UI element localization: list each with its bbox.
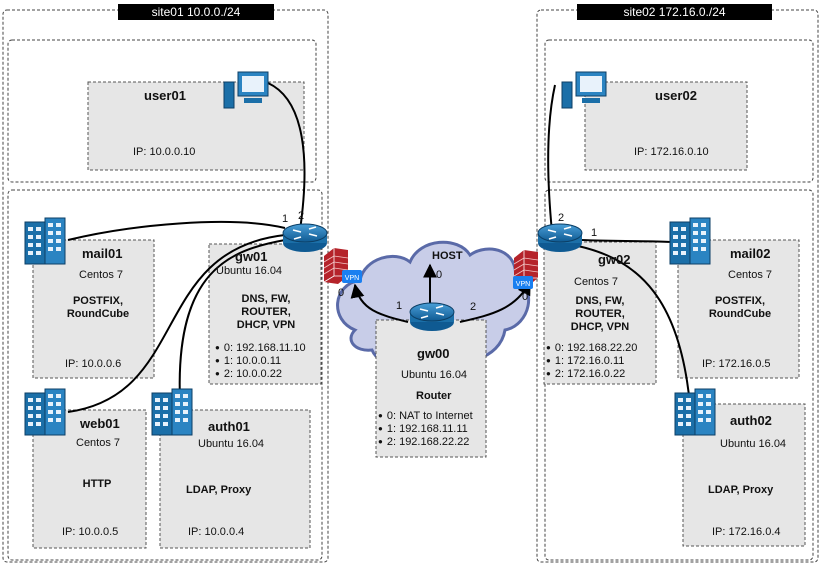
mail02-server-icon [669, 217, 711, 265]
user01-title: user01 [144, 88, 186, 103]
gw02-port-2: 2 [558, 212, 565, 224]
user02-title: user02 [655, 88, 697, 103]
auth02-title: auth02 [730, 413, 772, 428]
mail01-ip: IP: 10.0.0.6 [65, 358, 122, 370]
gw00-port-0: 0 [436, 269, 443, 281]
mail02-services: POSTFIX, RoundCube [708, 295, 772, 320]
mail01-server-icon [24, 217, 66, 265]
auth01-services: LDAP, Proxy [186, 484, 252, 496]
gw01-interfaces: 0: 192.168.11.10 1: 10.0.0.11 2: 10.0.0.… [215, 342, 306, 381]
gw00-interface: 1: 192.168.11.11 [378, 423, 473, 436]
gw02-services: DNS, FW, ROUTER, DHCP, VPN [570, 295, 630, 333]
gw01-os: Ubuntu 16.04 [216, 265, 283, 277]
link-user01-gw01 [267, 82, 306, 231]
gw00-port-2: 2 [470, 301, 477, 313]
auth02-server-icon [674, 388, 716, 436]
auth02-services: LDAP, Proxy [708, 484, 774, 496]
site01-label: site01 10.0.0./24 [118, 4, 274, 20]
gw00-services: Router [416, 390, 452, 402]
gw01-title: gw01 [235, 249, 268, 264]
user02-ip: IP: 172.16.0.10 [634, 146, 709, 158]
gw02-interface: 1: 172.16.0.11 [546, 355, 637, 368]
web01-os: Centos 7 [76, 437, 121, 449]
auth02-os: Ubuntu 16.04 [720, 438, 787, 450]
gw00-interface: 2: 192.168.22.22 [378, 436, 473, 449]
user01-box [87, 81, 305, 171]
link-auth01-gw01 [178, 239, 286, 401]
gw01-port-0: 0 [338, 287, 345, 299]
site02-label: site02 172.16.0./24 [577, 4, 772, 20]
gw01-interface: 1: 10.0.0.11 [215, 355, 306, 368]
gw01-port-2: 2 [298, 210, 305, 222]
gw01-interface: 0: 192.168.11.10 [215, 342, 306, 355]
gw00-router-icon [409, 302, 455, 332]
auth02-ip: IP: 172.16.0.4 [712, 526, 781, 538]
gw00-interface: 0: NAT to Internet [378, 410, 473, 423]
gw02-title: gw02 [598, 252, 631, 267]
auth01-title: auth01 [208, 419, 250, 434]
gw02-router-icon [537, 223, 583, 253]
web01-server-icon [24, 388, 66, 436]
cloud-host-label: HOST [432, 250, 463, 262]
gw02-interface: 0: 192.168.22.20 [546, 342, 638, 355]
gw00-os: Ubuntu 16.04 [401, 369, 468, 381]
auth01-os: Ubuntu 16.04 [198, 438, 265, 450]
gw02-port-0: 0 [522, 291, 529, 303]
web01-ip: IP: 10.0.0.5 [62, 526, 119, 538]
link-mail01-gw01 [67, 221, 286, 241]
gw02-interface: 2: 172.16.0.22 [546, 368, 637, 381]
mail02-ip: IP: 172.16.0.5 [702, 358, 771, 370]
gw02-interfaces: 0: 192.168.22.20 1: 172.16.0.11 2: 172.1… [546, 342, 638, 381]
gw01-services: DNS, FW, ROUTER, DHCP, VPN [236, 293, 296, 331]
link-auth02-gw02 [577, 245, 691, 406]
web01-services: HTTP [82, 478, 112, 490]
gw02-port-1: 1 [591, 227, 598, 239]
gw01-vpn-badge: VPN [342, 270, 362, 283]
link-web01-gw01 [67, 234, 286, 413]
link-gw02-gw00 [459, 280, 531, 323]
mail01-title: mail01 [82, 246, 123, 261]
gw00-title: gw00 [417, 346, 450, 361]
mail01-services: POSTFIX, RoundCube [66, 295, 130, 320]
gw01-port-1: 1 [282, 213, 289, 225]
mail02-os: Centos 7 [728, 269, 773, 281]
gw02-os: Centos 7 [574, 276, 619, 288]
mail02-title: mail02 [730, 246, 771, 261]
gw02-vpn-badge: VPN [513, 276, 533, 289]
user01-ip: IP: 10.0.0.10 [133, 146, 196, 158]
link-gw01-gw00 [350, 283, 409, 323]
auth01-ip: IP: 10.0.0.4 [188, 526, 245, 538]
user02-box [584, 81, 748, 171]
mail01-os: Centos 7 [79, 269, 124, 281]
svg-text:VPN: VPN [345, 275, 359, 282]
gw01-router-icon [282, 223, 328, 253]
gw00-port-1: 1 [396, 300, 403, 312]
auth01-server-icon [151, 388, 193, 436]
gw01-interface: 2: 10.0.0.22 [215, 368, 306, 381]
link-user02-gw02 [547, 84, 556, 233]
web01-title: web01 [80, 416, 120, 431]
svg-text:VPN: VPN [516, 281, 530, 288]
gw00-interfaces: 0: NAT to Internet 1: 192.168.11.11 2: 1… [378, 410, 473, 449]
